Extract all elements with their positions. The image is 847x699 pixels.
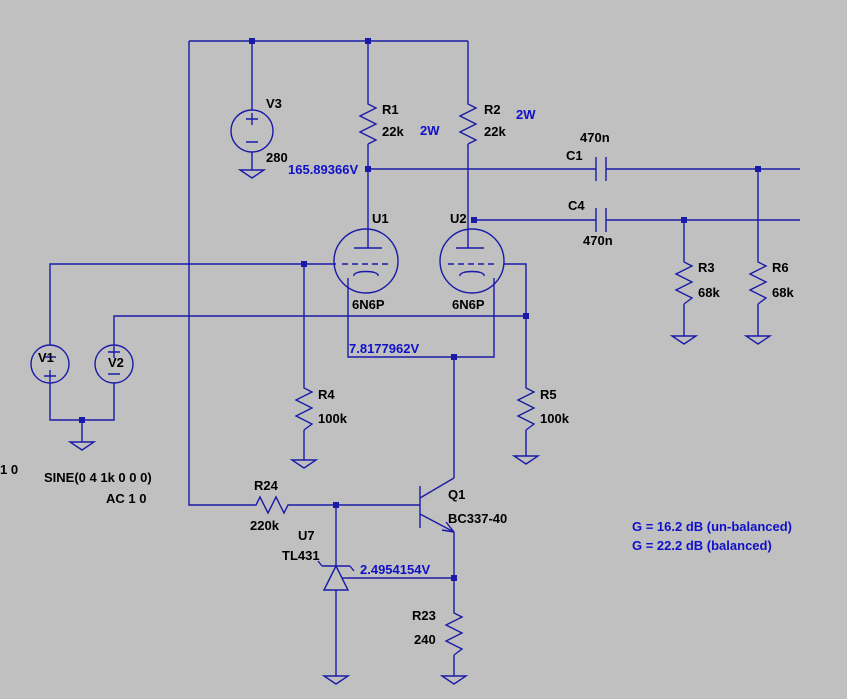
source-v1-symbol (30, 344, 70, 384)
u7-value: TL431 (282, 548, 320, 563)
r2-rating: 2W (516, 107, 536, 122)
voltage-anode-u1: 165.89366V (288, 162, 358, 177)
resistor-r4-symbol (294, 382, 314, 431)
junction-dot (471, 217, 477, 223)
ground-icon (743, 335, 773, 345)
junction-dot (301, 261, 307, 267)
junction-dot (681, 217, 687, 223)
v2-name: V2 (108, 355, 124, 370)
c4-name: C4 (568, 198, 585, 213)
c4-value: 470n (583, 233, 613, 248)
junction-dot (365, 166, 371, 172)
ground-icon (321, 675, 351, 685)
resistor-r23-symbol (444, 605, 464, 656)
ground-icon (669, 335, 699, 345)
junctions (79, 38, 761, 581)
voltage-cathode: 7.8177962V (349, 341, 419, 356)
ground-icon (439, 675, 469, 685)
capacitors (595, 157, 607, 232)
v3-value: 280 (266, 150, 288, 165)
resistor-r24-symbol (250, 495, 292, 515)
resistor-r5-symbol (516, 382, 536, 431)
r1-value: 22k (382, 124, 404, 139)
v3-name: V3 (266, 96, 282, 111)
sine-spec: SINE(0 4 1k 0 0 0) (44, 470, 152, 485)
resistor-r1-symbol (358, 98, 378, 145)
resistor-r6-symbol (748, 254, 768, 305)
voltage-reference: 2.4954154V (360, 562, 430, 577)
r6-value: 68k (772, 285, 794, 300)
vacuum-tubes (333, 228, 505, 294)
u7-name: U7 (298, 528, 315, 543)
r4-value: 100k (318, 411, 348, 426)
r5-name: R5 (540, 387, 557, 402)
r2-name: R2 (484, 102, 501, 117)
junction-dot (333, 502, 339, 508)
resistor-r3-symbol (674, 254, 694, 305)
transistor-q1-symbol (419, 477, 455, 533)
junction-dot (755, 166, 761, 172)
r2-value: 22k (484, 124, 506, 139)
gain-notes: G = 16.2 dB (un-balanced) G = 22.2 dB (b… (632, 519, 792, 553)
wires (49, 40, 800, 676)
v1-name: V1 (38, 350, 54, 365)
c1-name: C1 (566, 148, 583, 163)
r5-value: 100k (540, 411, 570, 426)
q1-name: Q1 (448, 487, 465, 502)
r24-value: 220k (250, 518, 280, 533)
voltage-sources (30, 109, 274, 384)
gain-balanced-note: G = 22.2 dB (balanced) (632, 538, 772, 553)
junction-dot (365, 38, 371, 44)
tube-u2-symbol (439, 228, 505, 294)
c1-value: 470n (580, 130, 610, 145)
source-v3-symbol (230, 109, 274, 153)
r1-rating: 2W (420, 123, 440, 138)
tube-u1-symbol (333, 228, 399, 294)
capacitor-c1-symbol (595, 157, 607, 181)
resistor-r2-symbol (458, 98, 478, 145)
shunt-regulator-u7-symbol (317, 560, 355, 591)
junction-dot (451, 354, 457, 360)
r3-value: 68k (698, 285, 720, 300)
r23-value: 240 (414, 632, 436, 647)
ground-icon (511, 455, 541, 465)
r1-name: R1 (382, 102, 399, 117)
resistors (250, 98, 768, 656)
grounds (67, 169, 773, 685)
junction-dot (249, 38, 255, 44)
r4-name: R4 (318, 387, 335, 402)
r6-name: R6 (772, 260, 789, 275)
junction-dot (523, 313, 529, 319)
ground-icon (237, 169, 267, 179)
node-voltage-labels: 165.89366V 7.8177962V 2.4954154V (288, 162, 430, 577)
gain-unbalanced-note: G = 16.2 dB (un-balanced) (632, 519, 792, 534)
ground-icon (67, 441, 97, 451)
truncated-spec-text: 1 0 (0, 462, 18, 477)
q1-value: BC337-40 (448, 511, 507, 526)
junction-dot (451, 575, 457, 581)
r23-name: R23 (412, 608, 436, 623)
capacitor-c4-symbol (595, 208, 607, 232)
source-v2-symbol (94, 344, 134, 384)
component-labels: V3 280 R1 22k 2W R2 22k 2W 470n C1 C4 47… (0, 96, 794, 647)
u1-value: 6N6P (352, 297, 385, 312)
junction-dot (79, 417, 85, 423)
r3-name: R3 (698, 260, 715, 275)
ground-icon (289, 459, 319, 469)
u2-value: 6N6P (452, 297, 485, 312)
u1-name: U1 (372, 211, 389, 226)
r24-name: R24 (254, 478, 279, 493)
ac-spec: AC 1 0 (106, 491, 146, 506)
u2-name: U2 (450, 211, 467, 226)
